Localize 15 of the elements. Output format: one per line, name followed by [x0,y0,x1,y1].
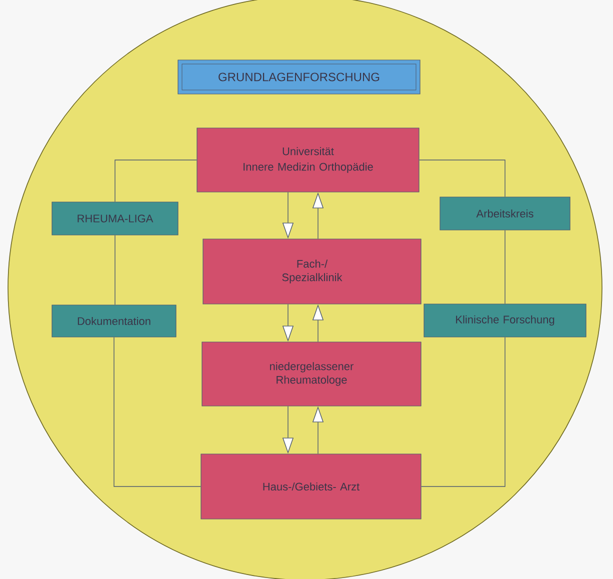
connector-line [114,234,116,306]
heading-box: GRUNDLAGENFORSCHUNG [178,60,420,94]
process-box: Haus-/Gebiets- Arzt [200,454,422,520]
connector-line [504,230,506,304]
process-box: Fach-/ Spezialklinik [202,238,422,304]
connector-line [418,160,506,198]
side-box: Dokumentation [52,304,176,338]
side-box: Klinische Forschung [424,304,586,338]
process-box: Universität Innere Medizin Orthopädie [196,128,420,192]
connector-line [114,336,202,487]
connector-line [114,160,198,202]
connector-line [420,336,506,487]
side-box: RHEUMA-LIGA [52,202,178,236]
side-box: Arbeitskreis [440,196,570,230]
process-box: niedergelassener Rheumatologe [202,342,422,406]
